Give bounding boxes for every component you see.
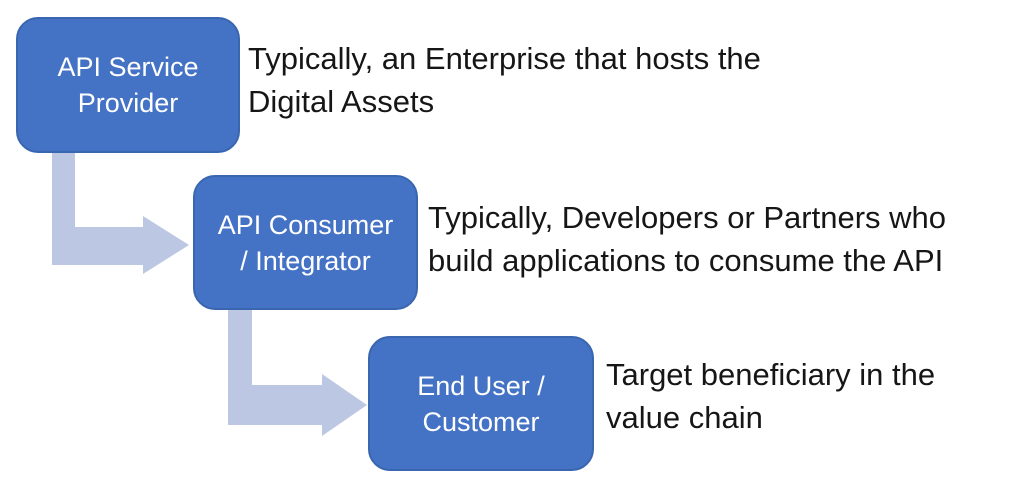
description-end-user-customer: Target beneficiary in the value chain: [606, 353, 935, 439]
node-label-line: End User /: [417, 370, 545, 401]
description-api-service-provider: Typically, an Enterprise that hosts the …: [248, 37, 761, 123]
description-line: Digital Assets: [248, 84, 435, 119]
description-line: value chain: [606, 400, 763, 435]
node-label-line: Provider: [77, 88, 179, 118]
node-label-line: / Integrator: [240, 245, 371, 276]
node-label: API Consumer / Integrator: [218, 207, 394, 279]
node-label-line: Customer: [422, 406, 540, 437]
node-label-line: API Consumer: [217, 209, 394, 240]
description-line: Typically, Developers or Partners who: [428, 200, 947, 235]
node-label: End User / Customer: [417, 368, 545, 440]
description-line: build applications to consume the API: [428, 243, 944, 278]
elbow-arrow-icon: [228, 310, 367, 436]
node-end-user-customer: End User / Customer: [368, 336, 594, 471]
description-line: Target beneficiary in the: [606, 357, 936, 392]
node-api-service-provider: API Service Provider: [16, 17, 240, 153]
node-api-consumer-integrator: API Consumer / Integrator: [193, 175, 418, 310]
elbow-arrow-icon: [52, 153, 189, 274]
node-label-line: API Service: [57, 52, 199, 82]
description-line: Typically, an Enterprise that hosts the: [248, 41, 761, 76]
node-label: API Service Provider: [57, 49, 198, 121]
description-api-consumer-integrator: Typically, Developers or Partners who bu…: [428, 196, 946, 282]
